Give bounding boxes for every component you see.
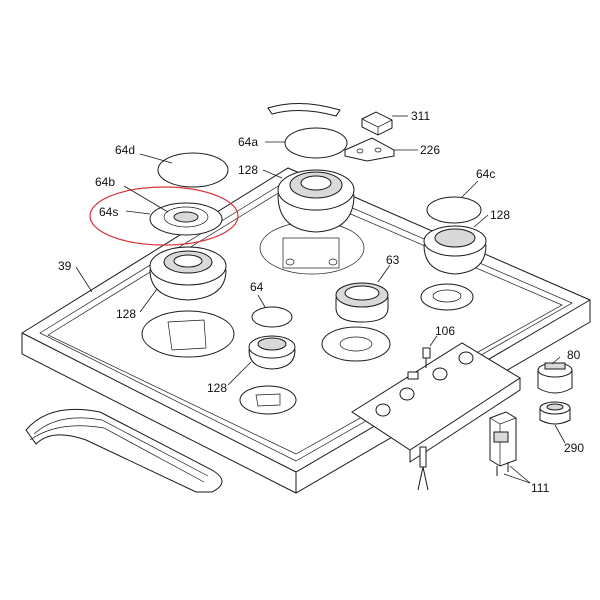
- callout-64s: 64s: [99, 205, 118, 219]
- callout-128-left: 128: [116, 307, 136, 321]
- callout-63: 63: [386, 253, 400, 267]
- callout-labels: 311 64a 226 64d 128 64b 64c 64s 128 39 6…: [58, 109, 584, 495]
- bezel-290: [539, 401, 571, 425]
- part-311: [361, 111, 393, 136]
- burner-128-front: [248, 335, 296, 370]
- burner-base-left: [141, 310, 235, 358]
- ring-64s: [149, 202, 223, 236]
- switch-111: [489, 411, 517, 476]
- top-cropped-part: [267, 102, 341, 117]
- callout-111: 111: [531, 481, 550, 495]
- callout-226: 226: [420, 143, 440, 157]
- burner-base-front: [239, 385, 297, 415]
- callout-106: 106: [435, 324, 455, 338]
- knob-hole-2: [399, 387, 415, 401]
- callout-64c: 64c: [476, 167, 495, 181]
- callout-128-front: 128: [207, 381, 227, 395]
- callout-64d: 64d: [115, 143, 135, 157]
- callout-64b: 64b: [95, 175, 115, 189]
- gasket-strip: [25, 408, 223, 493]
- burner-128-top: [277, 169, 355, 233]
- burner-base-right: [420, 283, 474, 311]
- burner-63: [335, 282, 389, 323]
- electrode: [417, 446, 429, 491]
- knob-80: [537, 362, 573, 394]
- part-106: [422, 347, 431, 368]
- callout-80: 80: [567, 348, 581, 362]
- callout-311: 311: [411, 109, 430, 123]
- cap-64a: [284, 127, 348, 159]
- cap-64c: [426, 196, 482, 224]
- callout-128-right: 128: [490, 208, 510, 222]
- highlight-ellipse: [89, 186, 239, 246]
- leader-lines: [75, 115, 566, 484]
- knob-hole-1: [375, 403, 391, 417]
- knob-hole-4: [458, 351, 474, 365]
- knob-hole-3: [432, 367, 448, 381]
- callout-128-top: 128: [238, 163, 258, 177]
- burner-128-left: [149, 246, 227, 301]
- cap-64d: [157, 152, 229, 188]
- callout-39: 39: [58, 259, 72, 273]
- callout-64: 64: [250, 280, 264, 294]
- control-panel: [351, 342, 521, 463]
- burner-base-centre: [321, 326, 391, 362]
- burner-128-right: [423, 225, 487, 275]
- part-226: [344, 137, 395, 162]
- callout-290: 290: [564, 441, 584, 455]
- callout-64a: 64a: [238, 135, 258, 149]
- cap-64: [251, 306, 293, 328]
